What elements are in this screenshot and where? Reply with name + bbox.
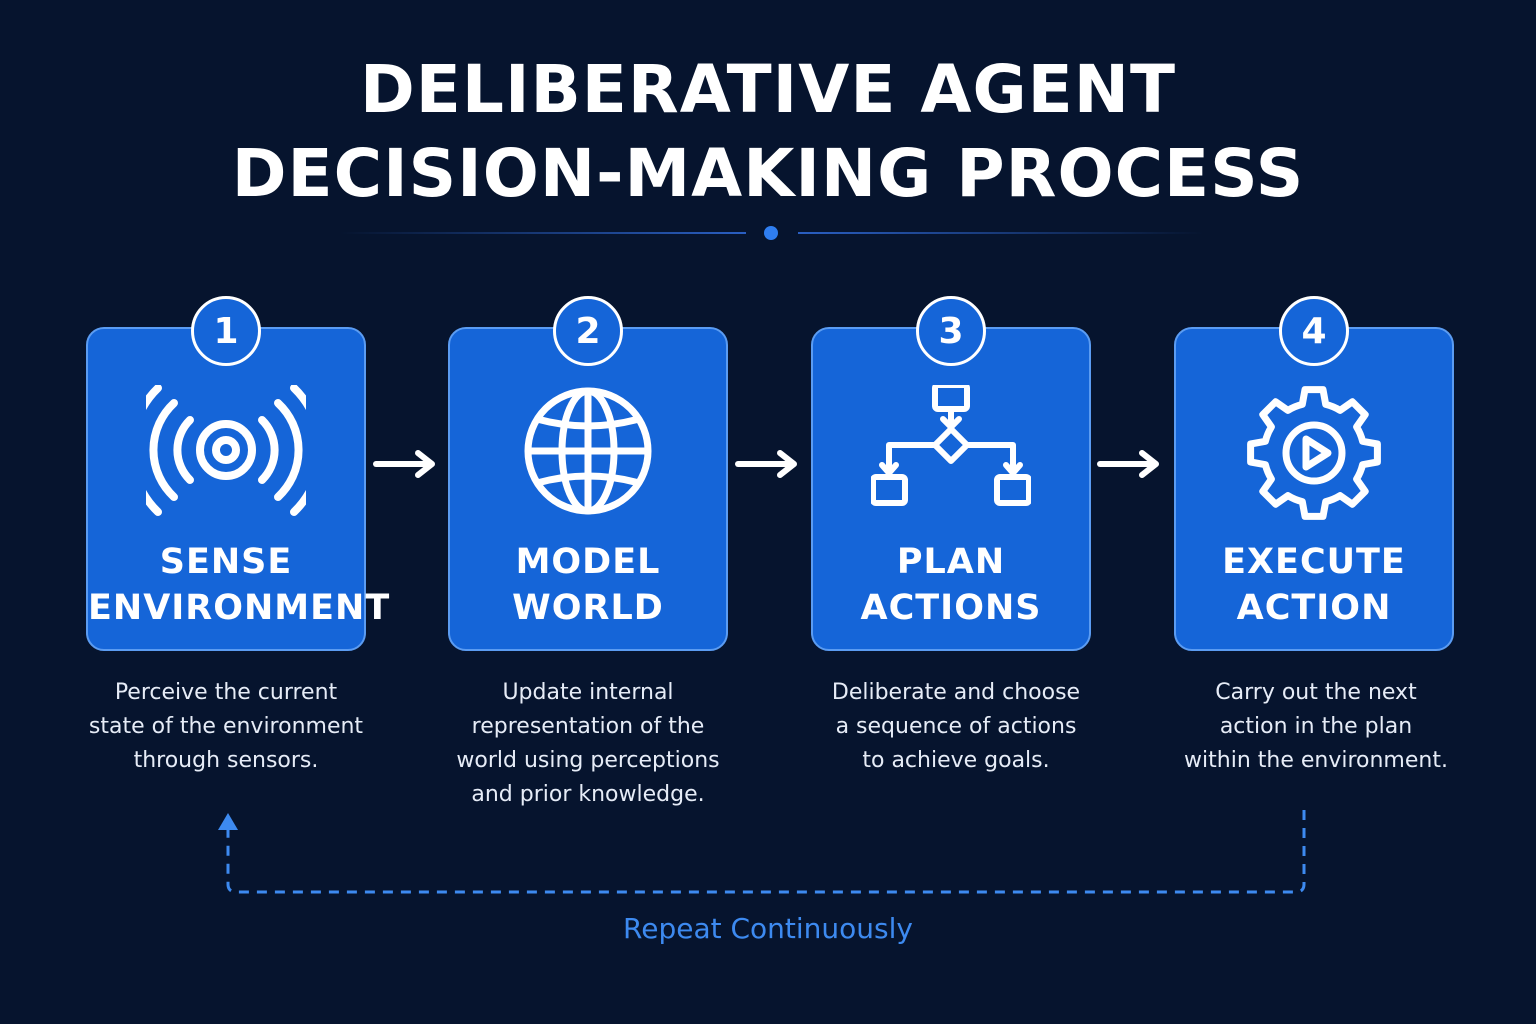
step-label-line-1: PLAN <box>896 542 1006 582</box>
title-line-2: DECISION-MAKING PROCESS <box>231 135 1305 212</box>
description-line: to achieve goals. <box>862 748 1050 773</box>
description-line: action in the plan <box>1219 714 1413 739</box>
title-line-1: DELIBERATIVE AGENT <box>360 51 1176 128</box>
step-label-line-2: ACTIONS <box>860 588 1042 628</box>
loop-arrow-head <box>218 813 238 830</box>
step-number-badge: 1 <box>191 296 261 366</box>
description-line: Carry out the next <box>1215 680 1417 705</box>
arrow-right-icon <box>373 450 435 478</box>
description-line: a sequence of actions <box>835 714 1077 739</box>
description-line: Perceive the current <box>114 680 338 705</box>
sensor-signal-icon <box>146 385 306 516</box>
step-label-line-1: EXECUTE <box>1222 542 1406 582</box>
description-line: and prior knowledge. <box>471 782 705 807</box>
step-description-model: Update internal representation of the wo… <box>428 676 748 812</box>
step-description-sense: Perceive the current state of the enviro… <box>66 676 386 778</box>
description-line: within the environment. <box>1184 748 1448 773</box>
gear-play-icon <box>1247 386 1381 520</box>
step-label-line-2: WORLD <box>512 588 664 628</box>
description-line: world using perceptions <box>456 748 720 773</box>
step-label: SENSE ENVIRONMENT <box>88 539 391 631</box>
globe-icon <box>524 387 652 515</box>
description-line: Update internal <box>502 680 674 705</box>
flowchart-icon <box>871 385 1031 506</box>
step-card-model: 2 MODEL WORLD <box>448 296 728 651</box>
step-number-badge: 3 <box>916 296 986 366</box>
title-divider-dot <box>764 226 778 240</box>
arrow-right-icon <box>1097 450 1159 478</box>
step-label: MODEL WORLD <box>450 539 726 631</box>
step-label: EXECUTE ACTION <box>1176 539 1452 631</box>
step-label-line-1: MODEL <box>515 542 661 582</box>
title-divider-right <box>798 232 1204 234</box>
description-line: state of the environment <box>88 714 364 739</box>
step-card-execute: 4 EXECUTE ACTION <box>1174 296 1454 651</box>
step-card-plan: 3 PLAN ACTIONS <box>811 296 1091 651</box>
description-line: representation of the <box>471 714 705 739</box>
step-label-line-1: SENSE <box>159 542 293 582</box>
step-description-plan: Deliberate and choose a sequence of acti… <box>796 676 1116 778</box>
step-description-execute: Carry out the next action in the plan wi… <box>1156 676 1476 778</box>
description-line: Deliberate and choose <box>831 680 1081 705</box>
loop-label: Repeat Continuously <box>623 912 913 945</box>
step-label-line-2: ENVIRONMENT <box>88 588 391 628</box>
step-label-line-2: ACTION <box>1236 588 1392 628</box>
arrow-right-icon <box>735 450 797 478</box>
title-divider-left <box>340 232 746 234</box>
step-number-badge: 4 <box>1279 296 1349 366</box>
description-line: through sensors. <box>133 748 319 773</box>
step-card-sense: 1 SENSE ENVIRONMENT <box>86 296 391 651</box>
page-title: DELIBERATIVE AGENT DECISION-MAKING PROCE… <box>0 48 1536 216</box>
step-label: PLAN ACTIONS <box>813 539 1089 631</box>
step-number-badge: 2 <box>553 296 623 366</box>
